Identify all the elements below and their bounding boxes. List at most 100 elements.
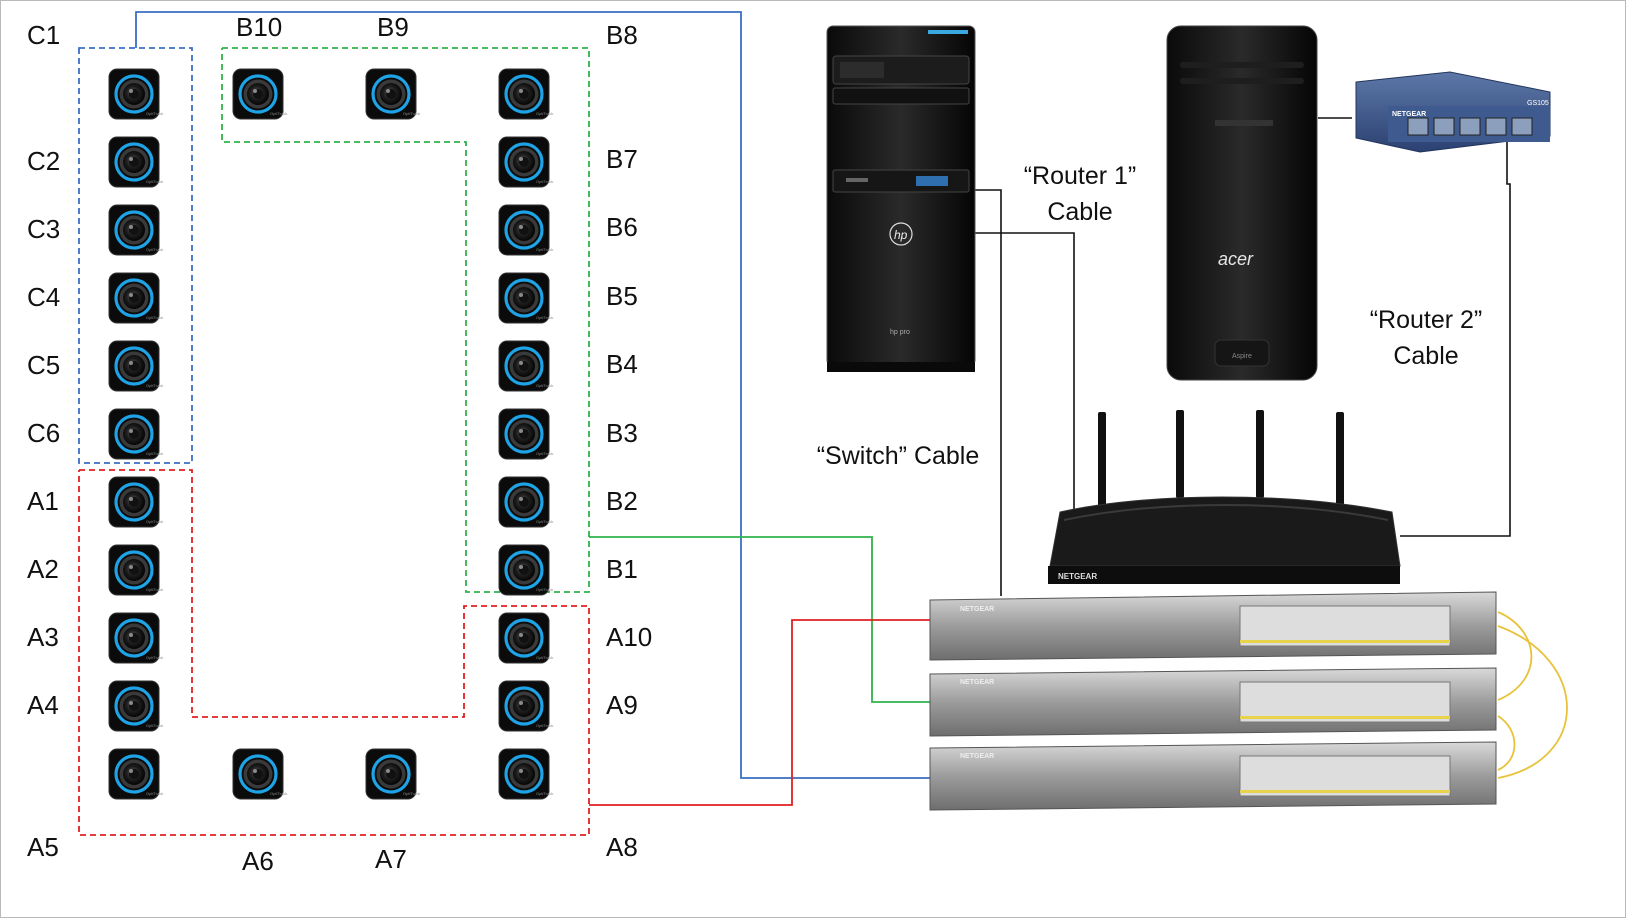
camera-a8 [497, 747, 555, 801]
label-b1: B1 [606, 554, 638, 584]
camera-a10 [497, 611, 555, 665]
label-c3: C3 [27, 214, 60, 244]
camera-icon [231, 747, 289, 801]
camera-icon [107, 747, 165, 801]
network-switch-icon: NETGEAR [929, 741, 1497, 811]
camera-icon [107, 67, 165, 121]
label-a6: A6 [242, 846, 274, 876]
netgear-small-logo: NETGEAR [1392, 111, 1426, 118]
camera-icon [107, 203, 165, 257]
camera-icon [497, 679, 555, 733]
label-b3: B3 [606, 418, 638, 448]
camera-a4 [107, 679, 165, 733]
camera-icon [497, 67, 555, 121]
router2-cable [1400, 139, 1511, 537]
camera-icon [107, 543, 165, 597]
switch-cable-label: “Switch” Cable [817, 442, 980, 470]
camera-icon [497, 271, 555, 325]
camera-icon [364, 747, 422, 801]
camera-icon [497, 543, 555, 597]
camera-b4 [497, 339, 555, 393]
stack-cable-bottom [1497, 715, 1516, 771]
router2-label-line1: “Router 2” [1370, 306, 1483, 334]
label-c5: C5 [27, 350, 60, 380]
camera-icon [231, 67, 289, 121]
label-b7: B7 [606, 144, 638, 174]
label-b9: B9 [377, 12, 409, 42]
router-brand: NETGEAR [1058, 572, 1097, 581]
camera-icon [497, 611, 555, 665]
stack-cable-outer [1497, 625, 1568, 779]
label-a4: A4 [27, 690, 59, 720]
acer-logo: acer [1218, 249, 1254, 269]
camera-icon [497, 203, 555, 257]
switch-brand-bottom: NETGEAR [960, 753, 994, 760]
camera-icon [107, 475, 165, 529]
camera-a1 [107, 475, 165, 529]
camera-icon [497, 747, 555, 801]
camera-c6 [107, 407, 165, 461]
camera-c1 [107, 67, 165, 121]
camera-c5 [107, 339, 165, 393]
camera-c3 [107, 203, 165, 257]
camera-icon [497, 135, 555, 189]
network-switch-icon: NETGEAR [929, 591, 1497, 661]
camera-a6 [231, 747, 289, 801]
camera-icon [497, 407, 555, 461]
label-a2: A2 [27, 554, 59, 584]
group-c-outline [78, 47, 193, 464]
label-b10: B10 [236, 12, 282, 42]
camera-a9 [497, 679, 555, 733]
stack-cable-top [1497, 611, 1533, 701]
router2-label-line2: Cable [1393, 342, 1458, 370]
camera-icon [107, 271, 165, 325]
network-switch-stack: NETGEAR NETGEAR NETGEAR [929, 591, 1497, 811]
label-a1: A1 [27, 486, 59, 516]
label-a5: A5 [27, 832, 59, 862]
camera-icon [107, 135, 165, 189]
switch-brand-top: NETGEAR [960, 606, 994, 613]
camera-b5 [497, 271, 555, 325]
camera-icon [497, 475, 555, 529]
camera-b10 [231, 67, 289, 121]
camera-a7 [364, 747, 422, 801]
camera-icon [364, 67, 422, 121]
camera-c4 [107, 271, 165, 325]
camera-a5 [107, 747, 165, 801]
wireless-router-icon: NETGEAR [1048, 410, 1401, 584]
acer-model: Aspire [1232, 353, 1252, 360]
camera-b7 [497, 135, 555, 189]
hp-desktop-tower-icon: hp hp pro [826, 25, 976, 372]
router1-cable [975, 232, 1075, 512]
label-a10: A10 [606, 622, 652, 652]
camera-icon [107, 407, 165, 461]
network-switch-icon: NETGEAR [929, 667, 1497, 737]
camera-b8 [497, 67, 555, 121]
group-a-cable [589, 619, 936, 806]
switch-brand-middle: NETGEAR [960, 679, 994, 686]
label-a8: A8 [606, 832, 638, 862]
label-b4: B4 [606, 349, 638, 379]
camera-b6 [497, 203, 555, 257]
label-b2: B2 [606, 486, 638, 516]
camera-icon [107, 679, 165, 733]
camera-b9 [364, 67, 422, 121]
hp-logo: hp [894, 228, 908, 242]
camera-a2 [107, 543, 165, 597]
camera-b3 [497, 407, 555, 461]
router1-label-line2: Cable [1047, 198, 1112, 226]
label-b6: B6 [606, 212, 638, 242]
group-b-outline [221, 47, 590, 593]
label-c4: C4 [27, 282, 60, 312]
camera-icon [107, 339, 165, 393]
camera-icon [497, 339, 555, 393]
label-b8: B8 [606, 20, 638, 50]
hp-model: hp pro [890, 329, 910, 336]
label-a9: A9 [606, 690, 638, 720]
label-c6: C6 [27, 418, 60, 448]
network-switch-icon: NETGEAR GS105 [1355, 71, 1551, 153]
group-a-outline [78, 469, 590, 836]
camera-c2 [107, 135, 165, 189]
